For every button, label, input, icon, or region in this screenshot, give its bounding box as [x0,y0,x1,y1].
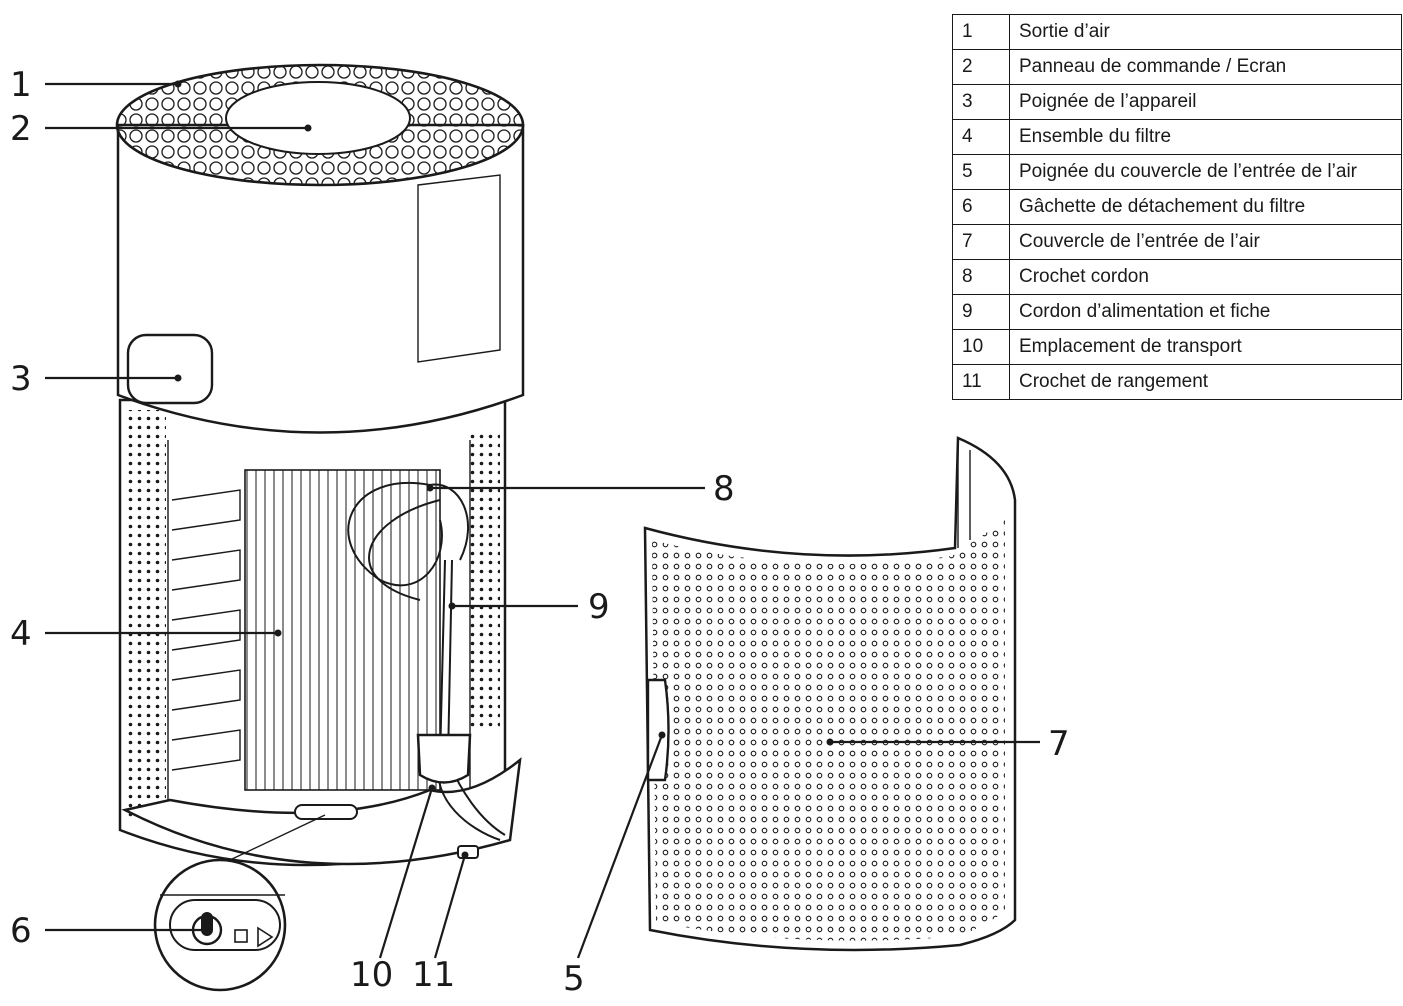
legend-label: Ensemble du filtre [1009,119,1402,155]
legend-label: Poignée de l’appareil [1009,84,1402,120]
callout-3: 3 [10,359,32,399]
legend-number: 9 [952,294,1010,330]
callout-5: 5 [563,959,585,999]
callout-1: 1 [10,65,32,105]
legend-label: Couvercle de l’entrée de l’air [1009,224,1402,260]
callout-10: 10 [350,955,393,995]
air-purifier [115,63,525,867]
inlet-cover-rim [957,440,971,548]
filter-assembly [244,469,441,791]
legend-label: Crochet cordon [1009,259,1402,295]
carry-slot [294,804,358,820]
power-plug [416,733,472,784]
legend-number: 7 [952,224,1010,260]
inlet-cover-perforation [652,520,1005,941]
callout-numbers: 1 2 3 4 6 8 9 7 5 10 11 [10,65,1070,999]
legend-number: 1 [952,14,1010,50]
callout-4: 4 [10,614,32,654]
legend-number: 8 [952,259,1010,295]
legend-number: 6 [952,189,1010,225]
cavity-ribs [171,489,241,771]
legend-label: Poignée du couvercle de l’entrée de l’ai… [1009,154,1402,190]
right-perforation [470,430,500,730]
left-perforation [124,410,166,820]
legend-label: Gâchette de détachement du filtre [1009,189,1402,225]
inlet-cover-handle [646,678,670,782]
upper-housing [116,123,525,434]
legend-label: Sortie d’air [1009,14,1402,50]
callout-6: 6 [10,911,32,951]
legend-label: Cordon d’alimentation et fiche [1009,294,1402,330]
inlet-cover [643,436,1017,952]
legend-label: Emplacement de transport [1009,329,1402,365]
legend-number: 11 [952,364,1010,400]
callout-7: 7 [1048,724,1070,764]
leader-lines [45,80,1040,959]
side-window [417,174,501,363]
legend-number: 2 [952,49,1010,85]
callout-8: 8 [713,469,735,509]
callout-2: 2 [10,109,32,149]
legend-number: 4 [952,119,1010,155]
control-panel [225,81,411,155]
legend-label: Panneau de commande / Ecran [1009,49,1402,85]
handle [126,333,214,405]
legend-number: 3 [952,84,1010,120]
legend-label: Crochet de rangement [1009,364,1402,400]
power-cord [347,482,506,841]
callout-11: 11 [412,955,455,995]
legend-number: 10 [952,329,1010,365]
legend-number: 5 [952,154,1010,190]
callout-9: 9 [588,587,610,627]
